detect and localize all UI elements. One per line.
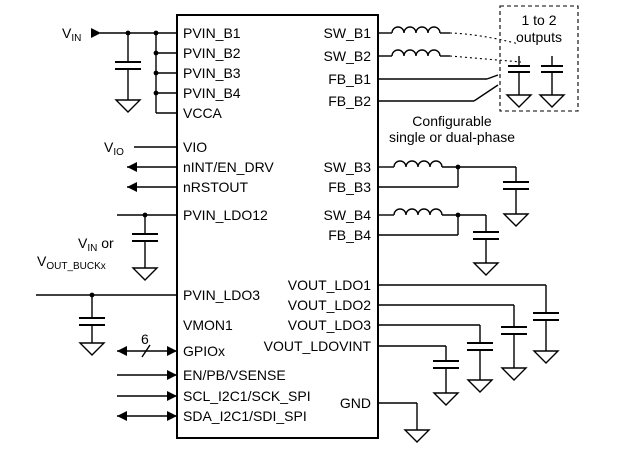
nint-arrow-icon xyxy=(127,162,137,172)
ground-icon xyxy=(132,267,158,281)
gpio-right-arrow-icon xyxy=(167,346,177,356)
pvin-ldo3-network xyxy=(36,292,177,356)
pvin-ldo12-network: VIN or VOUT_BUCKx xyxy=(37,212,177,281)
pin-sda: SDA_I2C1/SDI_SPI xyxy=(183,408,307,424)
inductor-b1-icon xyxy=(391,26,441,34)
ground-icon xyxy=(506,94,532,108)
config-label-line1: Configurable xyxy=(412,113,492,129)
pin-fb-b3: FB_B3 xyxy=(328,179,371,195)
gpio-bus: 6 xyxy=(117,331,177,358)
ground-icon xyxy=(433,392,459,406)
buck-b4-network xyxy=(378,208,499,276)
pin-pvin-b4: PVIN_B4 xyxy=(183,85,241,101)
config-label-line2: single or dual-phase xyxy=(389,129,515,145)
ground-icon xyxy=(501,367,527,381)
vin-arrow-icon xyxy=(91,28,101,38)
pin-sw-b2: SW_B2 xyxy=(324,48,372,64)
pin-vout-ldo1: VOUT_LDO1 xyxy=(288,277,371,293)
ground-icon xyxy=(404,429,430,443)
pin-vout-ldo3: VOUT_LDO3 xyxy=(288,317,371,333)
status-outputs xyxy=(127,162,177,192)
gnd-network xyxy=(378,402,430,443)
outputs-label-line1: 1 to 2 xyxy=(521,12,556,28)
scl-arrow-icon xyxy=(167,391,177,401)
pin-vout-ldo2: VOUT_LDO2 xyxy=(288,297,371,313)
pin-pvin-b3: PVIN_B3 xyxy=(183,65,241,81)
inductor-b3-icon xyxy=(393,160,443,168)
pin-gpiox: GPIOx xyxy=(183,343,225,359)
pin-vout-ldovint: VOUT_LDOVINT xyxy=(264,338,372,354)
pin-scl: SCL_I2C1/SCK_SPI xyxy=(183,388,311,404)
pin-fb-b1: FB_B1 xyxy=(328,71,371,87)
ground-icon xyxy=(115,99,141,113)
vin-input-network: VIN xyxy=(62,25,177,114)
pin-pvin-b1: PVIN_B1 xyxy=(183,25,241,41)
pin-pvin-b2: PVIN_B2 xyxy=(183,45,241,61)
pin-nint: nINT/EN_DRV xyxy=(183,159,274,175)
pin-fb-b4: FB_B4 xyxy=(328,227,371,243)
ldo-output-network xyxy=(378,284,559,406)
inductor-b2-icon xyxy=(391,49,441,57)
gpio-left-arrow-icon xyxy=(117,346,127,356)
outputs-box xyxy=(499,5,579,112)
vio-input: VIO xyxy=(104,139,177,158)
control-inputs xyxy=(117,370,177,421)
vout-buck-label: VOUT_BUCKx xyxy=(37,253,106,272)
buck-b1-b2-network: 1 to 2 outputs Configurable single or du… xyxy=(378,5,579,145)
pin-pvin-ldo3: PVIN_LDO3 xyxy=(183,287,260,303)
en-arrow-icon xyxy=(167,370,177,380)
sda-right-arrow-icon xyxy=(167,411,177,421)
nrstout-arrow-icon xyxy=(127,182,137,192)
sda-left-arrow-icon xyxy=(117,411,127,421)
pin-vcca: VCCA xyxy=(183,105,223,121)
pin-sw-b1: SW_B1 xyxy=(324,25,372,41)
outputs-label-line2: outputs xyxy=(516,29,562,45)
ground-icon xyxy=(539,94,565,108)
ground-icon xyxy=(473,262,499,276)
pin-sw-b3: SW_B3 xyxy=(324,159,372,175)
pin-vmon1: VMON1 xyxy=(183,317,233,333)
ground-icon xyxy=(503,213,529,227)
ic-body xyxy=(176,14,379,439)
inductor-b4-icon xyxy=(393,208,443,216)
vio-label: VIO xyxy=(104,139,124,158)
vin-or-label: VIN or xyxy=(78,235,114,254)
pin-sw-b4: SW_B4 xyxy=(324,207,372,223)
pin-gnd: GND xyxy=(340,395,371,411)
vin-label: VIN xyxy=(62,25,81,44)
pin-nrstout: nRSTOUT xyxy=(183,179,249,195)
pin-fb-b2: FB_B2 xyxy=(328,93,371,109)
gpio-bus-width: 6 xyxy=(141,331,149,347)
ground-icon xyxy=(79,342,105,356)
pin-pvin-ldo12: PVIN_LDO12 xyxy=(183,207,268,223)
ground-icon xyxy=(533,350,559,364)
ground-icon xyxy=(467,379,493,393)
pin-en-pb: EN/PB/VSENSE xyxy=(183,367,286,383)
pin-vio: VIO xyxy=(183,139,207,155)
buck-b3-network xyxy=(378,160,529,227)
